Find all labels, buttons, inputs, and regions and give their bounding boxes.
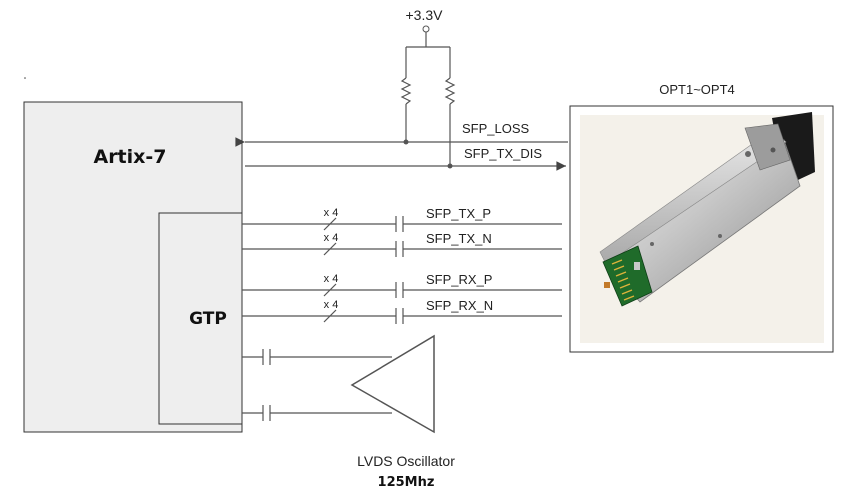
sfp-tx-p-wire (242, 216, 562, 232)
oscillator-symbol (350, 334, 435, 434)
sfp-rx-n-label: SFP_RX_N (426, 298, 493, 313)
sfp-module-label: OPT1~OPT4 (659, 82, 735, 97)
power-terminal (422, 25, 430, 33)
bus-width-rx-p: x 4 (324, 273, 339, 285)
sfp-rx-n-wire (242, 308, 562, 324)
gtp-block (158, 212, 243, 425)
gtp-label: GTP (189, 309, 227, 329)
sfp-transceiver-picture (580, 112, 824, 343)
stray-dot (24, 77, 26, 79)
sfp-txdis-label: SFP_TX_DIS (464, 146, 542, 161)
fpga-label: Artix-7 (93, 146, 166, 168)
sfp-rx-p-label: SFP_RX_P (426, 272, 492, 287)
oscillator-freq: 125Mhz (378, 475, 435, 490)
sfp-tx-p-label: SFP_TX_P (426, 206, 491, 221)
pullup-network (400, 32, 456, 166)
bus-width-rx-n: x 4 (324, 299, 339, 311)
clock-wires (242, 349, 392, 421)
pullup-resistor-1 (400, 77, 412, 105)
bus-width-tx-n: x 4 (324, 232, 339, 244)
bus-width-tx-p: x 4 (324, 207, 339, 219)
pullup-resistor-2 (444, 77, 456, 105)
oscillator-label: LVDS Oscillator (357, 453, 455, 469)
sfp-tx-n-wire (242, 241, 562, 257)
sfp-rx-p-wire (242, 282, 562, 298)
sfp-loss-label: SFP_LOSS (462, 121, 530, 136)
sfp-tx-n-label: SFP_TX_N (426, 231, 492, 246)
power-label: +3.3V (406, 7, 444, 23)
